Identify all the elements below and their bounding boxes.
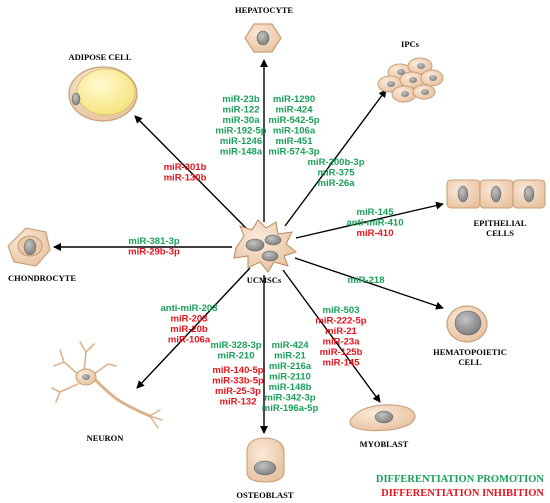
mirna-osteoblast-1: miR-210: [218, 351, 255, 362]
epithelial-cells-icon: [446, 179, 546, 209]
mirna-ipcs-1: miR-375: [318, 168, 356, 179]
mirna-osteoblast-12: miR-196a-5p: [262, 403, 319, 414]
legend: DIFFERENTIATION PROMOTION DIFFERENTIATIO…: [376, 474, 545, 499]
ucmsc-nucleus-icon: [264, 234, 282, 246]
mirna-hepatocyte-10: miR-451: [276, 136, 314, 147]
mirna-osteoblast-7: miR-21: [274, 351, 306, 362]
mirna-myoblast-2: miR-21: [325, 326, 357, 337]
mirna-neuron-2: miR-20b: [170, 324, 208, 335]
mirna-hepatocyte-2: miR-30a: [223, 115, 261, 126]
mirna-osteoblast-10: miR-148b: [269, 382, 312, 393]
mirna-hepatocyte-1: miR-122: [223, 105, 260, 116]
ucmsc-nucleus-icon: [245, 238, 265, 252]
mirna-myoblast-5: miR-145: [323, 358, 361, 369]
mirna-chondrocyte-0: miR-381-3p: [128, 236, 179, 247]
mirna-ipcs-0: miR-200b-3p: [307, 157, 364, 168]
mirna-hepatocyte-7: miR-424: [276, 105, 314, 116]
ucmsc-nucleus-icon: [261, 250, 279, 262]
mirna-epithelial-1: anti-miR-410: [346, 218, 403, 229]
adipose-cell-icon: [68, 66, 138, 122]
hepatocyte-label: HEPATOCYTE: [235, 5, 293, 15]
osteoblast-cell-icon: [246, 437, 285, 483]
arrow-neuron: [136, 267, 251, 389]
mirna-chondrocyte-1: miR-29b-3p: [128, 247, 180, 258]
mirna-adipose-1: miR-130b: [164, 173, 207, 184]
myoblast-label: MYOBLAST: [360, 439, 409, 449]
mirna-myoblast-1: miR-222-5p: [315, 316, 366, 327]
neuron-cell-icon: [51, 341, 163, 429]
mirna-hematopoietic-0: miR-218: [348, 275, 385, 286]
mirna-myoblast-3: miR-23a: [323, 337, 361, 348]
mirna-osteoblast-4: miR-25-3p: [215, 386, 261, 397]
legend-promotion: DIFFERENTIATION PROMOTION: [376, 474, 545, 485]
hematopoietic-label-line2: CELL: [458, 357, 481, 367]
mirna-osteoblast-8: miR-216a: [269, 361, 312, 372]
ucmsc-label: UCMSCs: [247, 275, 282, 285]
epithelial-label-line2: CELLS: [486, 228, 514, 238]
neuron-soma-icon: [75, 368, 97, 386]
myoblast-cell-icon: [349, 404, 416, 432]
mirna-neuron-0: anti-miR-203: [160, 303, 217, 314]
mirna-hepatocyte-4: miR-1246: [220, 136, 262, 147]
mirna-osteoblast-3: miR-33b-5p: [212, 376, 264, 387]
ucmsc-cell-icon: [233, 219, 298, 273]
mirna-osteoblast-9: miR-2110: [269, 372, 311, 383]
mirna-epithelial-0: miR-145: [357, 207, 395, 218]
neuron-label: NEURON: [87, 433, 125, 443]
mirna-hepatocyte-3: miR-192-5p: [215, 126, 266, 137]
mirna-osteoblast-5: miR-132: [220, 397, 257, 408]
arrow-myoblast: [282, 269, 381, 403]
ucmsc-cell-cluster: [233, 219, 298, 273]
mirna-ipcs-2: miR-26a: [318, 178, 356, 189]
arrow-hematopoietic: [294, 257, 444, 310]
mirna-osteoblast-6: miR-424: [272, 340, 310, 351]
mirna-hepatocyte-0: miR-23b: [222, 94, 260, 105]
mirna-osteoblast-0: miR-328-3p: [210, 340, 261, 351]
hepatocyte-cell-icon: [244, 23, 282, 53]
mirna-hepatocyte-5: miR-148a: [220, 147, 263, 158]
mirna-neuron-3: miR-106a: [168, 335, 211, 346]
mirna-hepatocyte-8: miR-542-5p: [268, 115, 319, 126]
arrow-ipcs: [284, 89, 387, 227]
chondrocyte-cell-icon: [7, 227, 51, 267]
mirna-hepatocyte-9: miR-106a: [273, 126, 316, 137]
legend-inhibition: DIFFERENTIATION INHIBITION: [381, 488, 544, 499]
mirna-myoblast-0: miR-503: [323, 305, 360, 316]
mirna-neuron-1: miR-203: [171, 314, 208, 325]
mirna-myoblast-4: miR-125b: [320, 347, 363, 358]
mirna-labels: miR-23bmiR-122miR-30amiR-192-5pmiR-1246m…: [128, 94, 403, 414]
arrow-epithelial: [295, 201, 444, 239]
epithelial-label-line1: EPITHELIAL: [474, 218, 527, 228]
arrows: [53, 59, 444, 434]
arrow-adipose: [134, 115, 249, 231]
chondrocyte-label: CHONDROCYTE: [8, 273, 76, 283]
ipcs-label: IPCs: [401, 39, 420, 49]
mirna-hepatocyte-11: miR-574-3p: [268, 147, 319, 158]
hematopoietic-cell-icon: [446, 305, 488, 343]
mirna-osteoblast-11: miR-342-3p: [264, 393, 315, 404]
mirna-adipose-0: miR-301b: [164, 162, 207, 173]
osteoblast-label: OSTEOBLAST: [236, 490, 293, 500]
adipose-label: ADIPOSE CELL: [68, 52, 131, 62]
ipcs-cluster-icon: [377, 57, 444, 103]
hematopoietic-label-line1: HEMATOPOIETIC: [433, 347, 507, 357]
mirna-hepatocyte-6: miR-1290: [273, 94, 315, 105]
mirna-osteoblast-2: miR-140-5p: [212, 365, 263, 376]
mirna-epithelial-2: miR-410: [357, 228, 394, 239]
